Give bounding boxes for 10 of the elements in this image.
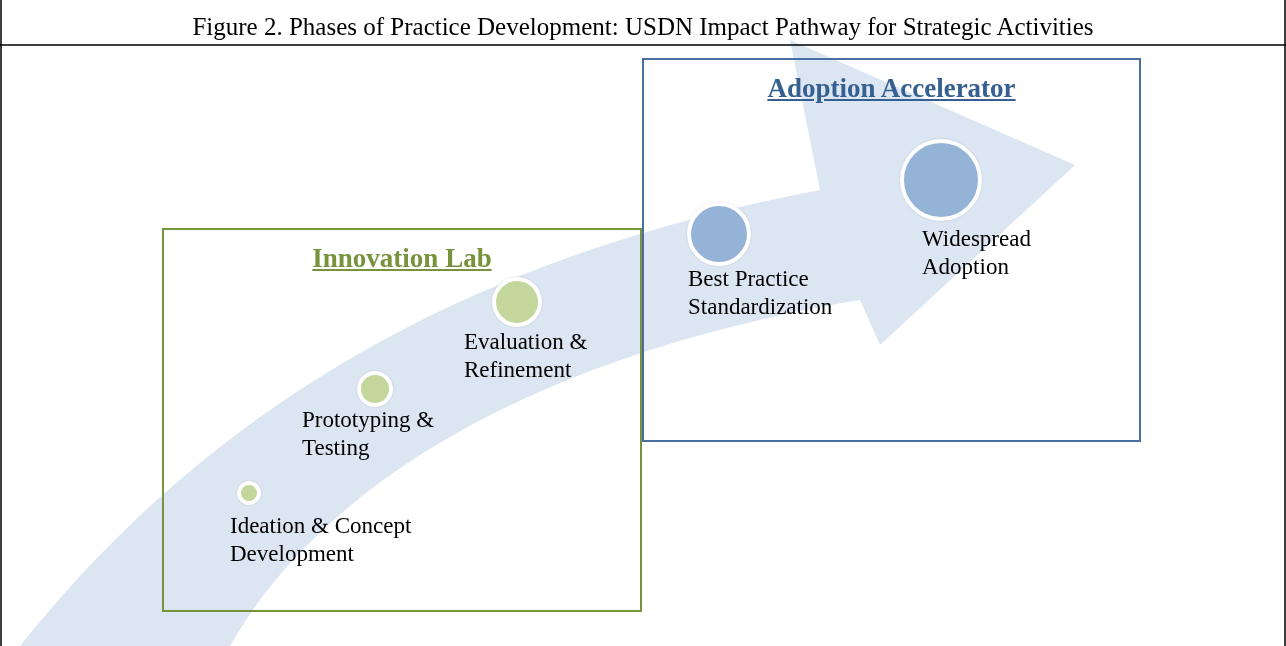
phase-caption: Evaluation & Refinement: [464, 328, 589, 384]
group-box: [642, 58, 1141, 442]
phase-caption: Prototyping & Testing: [302, 406, 436, 462]
phase-caption: Widespread Adoption: [922, 225, 1032, 281]
group-heading: Adoption Accelerator: [766, 72, 1017, 104]
group-heading: Innovation Lab: [311, 242, 493, 274]
phase-caption: Ideation & Concept Development: [230, 512, 413, 568]
group-box: [162, 228, 642, 612]
figure-title: Figure 2. Phases of Practice Development: USDN Impact Pathway for Strategic Activities: [191, 12, 1095, 42]
phase-caption: Best Practice Standardization: [688, 265, 834, 321]
